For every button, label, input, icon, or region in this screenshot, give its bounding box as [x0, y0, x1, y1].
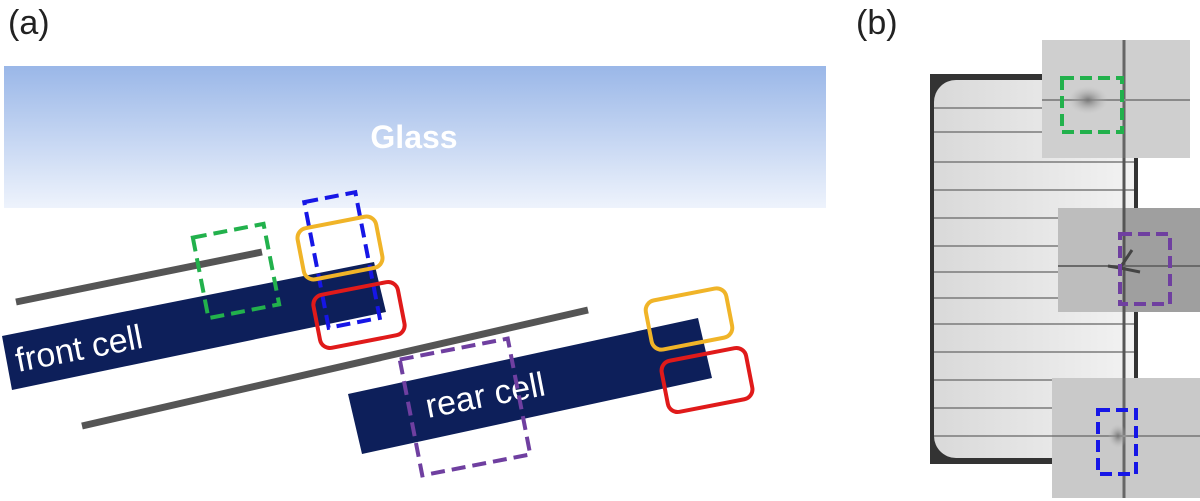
ribbon-upper — [15, 248, 263, 306]
inset-blue-dashed-box — [1096, 408, 1138, 476]
purple-dashed-box — [397, 336, 533, 478]
inset-blue-crack — [1108, 424, 1128, 448]
inset-green-crack — [1068, 86, 1108, 114]
panel-a-diagram: Glass front cell rear cell — [2, 66, 826, 478]
green-dashed-box — [190, 221, 282, 321]
front-cell — [2, 262, 386, 390]
glass-layer — [4, 66, 826, 208]
orange-box-rear — [643, 286, 735, 352]
panel-label-a: (a) — [8, 4, 50, 42]
glass-label: Glass — [370, 119, 457, 155]
inset-green-dashed-box — [1060, 76, 1124, 134]
red-box-front — [311, 280, 407, 350]
panel-b-el-image — [930, 40, 1200, 498]
module-cell — [934, 80, 1134, 458]
inset-purple-dashed-box — [1118, 232, 1172, 306]
rear-cell — [348, 318, 712, 454]
blue-dashed-box — [301, 189, 383, 331]
inset-purple-shade — [1124, 208, 1200, 312]
orange-box-front — [295, 214, 385, 282]
ribbon-lower — [81, 306, 589, 430]
red-box-rear — [659, 345, 755, 415]
panel-label-b: (b) — [856, 4, 898, 42]
